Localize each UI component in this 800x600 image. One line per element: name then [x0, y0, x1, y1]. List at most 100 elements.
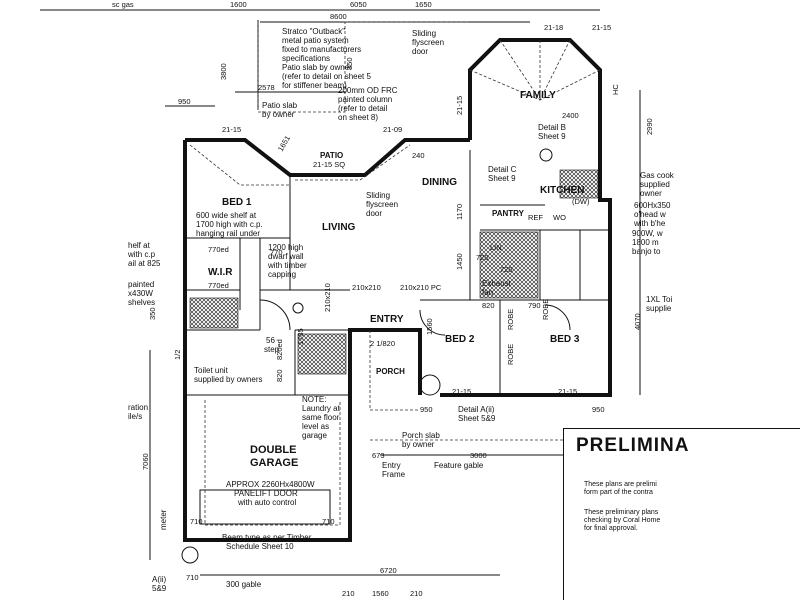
svg-text:1800 m: 1800 m — [632, 238, 659, 247]
dim-770a: 770 — [270, 248, 283, 257]
dim-2990: 2990 — [645, 118, 654, 135]
room-garage-2: GARAGE — [250, 457, 298, 469]
dim-820b: 820 — [275, 369, 284, 382]
svg-text:specifications: specifications — [282, 54, 330, 63]
svg-text:Frame: Frame — [382, 470, 406, 479]
sliding-door-note-mid: Sliding flyscreen door — [366, 191, 398, 218]
svg-text:garage: garage — [302, 431, 327, 440]
room-living: LIVING — [322, 222, 356, 233]
svg-text:ile/s: ile/s — [128, 412, 142, 421]
dim-1560: 1560 — [425, 318, 434, 335]
dim-710c: 710 — [186, 573, 199, 582]
dim-21-15-bot: 21-15 — [452, 387, 471, 396]
room-wir: W.I.R — [208, 267, 233, 278]
svg-text:painted column: painted column — [338, 95, 392, 104]
dim-bottom-2: 1560 — [372, 589, 389, 598]
preliminary-note-2: These preliminary plans checking by Cora… — [584, 509, 661, 532]
room-garage-1: DOUBLE — [250, 444, 296, 456]
svg-text:1XL Toi: 1XL Toi — [646, 295, 672, 304]
garage-door-note: APPROX 2260Hx4800W PANELIFT DOOR with au… — [226, 480, 315, 507]
laundry-hatch — [297, 333, 347, 375]
porch-column — [419, 374, 441, 396]
top-dimensions: sc gas 1600 6050 1650 8600 3800 2578 950 — [40, 0, 600, 110]
ensuite-hatch — [189, 297, 239, 329]
hc-mark: HC — [611, 84, 620, 95]
rangehood-note: 600Hx350 o'head w with b'he — [633, 201, 671, 228]
bed1-shelf-note: 600 wide shelf at 1700 high with c.p. ha… — [196, 211, 263, 238]
sliding-door-note-top: Sliding flyscreen door — [412, 29, 444, 56]
svg-text:ail at 825: ail at 825 — [128, 259, 161, 268]
dim-820a: 820 — [482, 301, 495, 310]
dim-1170: 1170 — [455, 204, 464, 220]
svg-text:by owner: by owner — [402, 440, 435, 449]
svg-text:Detail A(ii): Detail A(ii) — [458, 405, 495, 414]
preliminary-notice: PRELIMINA These plans are prelimi form p… — [563, 428, 800, 600]
svg-text:x430W: x430W — [128, 289, 153, 298]
detail-a2-note: Detail A(ii) Sheet 5&9 — [458, 405, 496, 423]
dim-770ed: 770ed — [208, 245, 229, 254]
svg-text:200mm OD FRC: 200mm OD FRC — [338, 86, 398, 95]
kitchen-bench-hatch — [559, 169, 599, 199]
porch-slab-note: Porch slab by owner — [402, 431, 440, 449]
dim-710b: 710 — [322, 517, 335, 526]
dim-210-a: 210x210 — [352, 283, 381, 292]
garage-column — [181, 546, 199, 564]
svg-text:flyscreen: flyscreen — [366, 200, 398, 209]
meter-note: meter — [159, 509, 168, 530]
svg-text:with c.p: with c.p — [127, 250, 156, 259]
dim-950-top: 950 — [178, 97, 191, 106]
dim-21-15-bot2: 21-15 — [558, 387, 577, 396]
dim-1450: 1450 — [455, 253, 464, 270]
left-shelf-note: helf at with c.p ail at 825 — [127, 241, 161, 268]
dim-1-2: 1/2 — [173, 350, 182, 360]
svg-text:Detail B: Detail B — [538, 123, 566, 132]
toilet-supply-note: 1XL Toi supplie — [646, 295, 672, 313]
dim-240: 240 — [412, 151, 425, 160]
svg-text:Sheet 9: Sheet 9 — [488, 174, 516, 183]
svg-text:by owner: by owner — [262, 110, 295, 119]
label-robe-2: ROBE — [506, 344, 515, 365]
toilet-note: Toilet unit supplied by owners — [194, 366, 262, 384]
dim-21-09: 21-09 — [383, 125, 402, 134]
dim-3800: 3800 — [219, 63, 228, 80]
svg-text:Sheet 9: Sheet 9 — [538, 132, 566, 141]
svg-text:900W, w: 900W, w — [632, 229, 663, 238]
svg-text:owner: owner — [640, 189, 662, 198]
beam-note: Beam type as per Timber Schedule Sheet 1… — [222, 533, 312, 551]
dim-21-18: 21-18 — [544, 23, 563, 32]
svg-text:Patio slab by owner: Patio slab by owner — [282, 63, 352, 72]
svg-text:(refer to detail: (refer to detail — [338, 104, 388, 113]
interior-walls — [185, 150, 610, 396]
svg-text:APPROX 2260Hx4800W: APPROX 2260Hx4800W — [226, 480, 315, 489]
label-dw: (DW) — [572, 197, 590, 206]
room-patio: PATIO — [320, 151, 343, 160]
room-bed2: BED 2 — [445, 334, 475, 345]
dim-950-b: 950 — [420, 405, 433, 414]
svg-text:same floor: same floor — [302, 413, 340, 422]
sink-detail — [539, 148, 553, 162]
svg-text:metal patio system: metal patio system — [282, 36, 349, 45]
dim-top-1: 1600 — [230, 0, 247, 9]
svg-text:Gas cook: Gas cook — [640, 171, 675, 180]
dim-790: 790 — [528, 301, 541, 310]
svg-text:Beam type as per Timber: Beam type as per Timber — [222, 533, 312, 542]
label-wo: WO — [553, 213, 566, 222]
svg-text:with b'he: with b'he — [633, 219, 666, 228]
dim-bottom-3: 210 — [410, 589, 423, 598]
detail-c-note: Detail C Sheet 9 — [488, 165, 517, 183]
svg-text:dwarf wall: dwarf wall — [268, 252, 304, 261]
svg-text:fixed to manufacturers: fixed to manufacturers — [282, 45, 361, 54]
feature-gable-note: Feature gable — [434, 461, 484, 470]
exhaust-note: Exhaust fan — [482, 279, 512, 297]
svg-text:step: step — [264, 345, 280, 354]
svg-text:supplie: supplie — [646, 304, 672, 313]
dim-scc-gas: sc gas — [112, 0, 134, 9]
dim-673: 673 — [372, 451, 385, 460]
svg-text:1700 high with c.p.: 1700 high with c.p. — [196, 220, 263, 229]
svg-text:600Hx350: 600Hx350 — [634, 201, 671, 210]
dim-8600: 8600 — [330, 12, 347, 21]
dim-2400: 2400 — [562, 111, 579, 120]
dim-710a: 710 — [190, 517, 203, 526]
